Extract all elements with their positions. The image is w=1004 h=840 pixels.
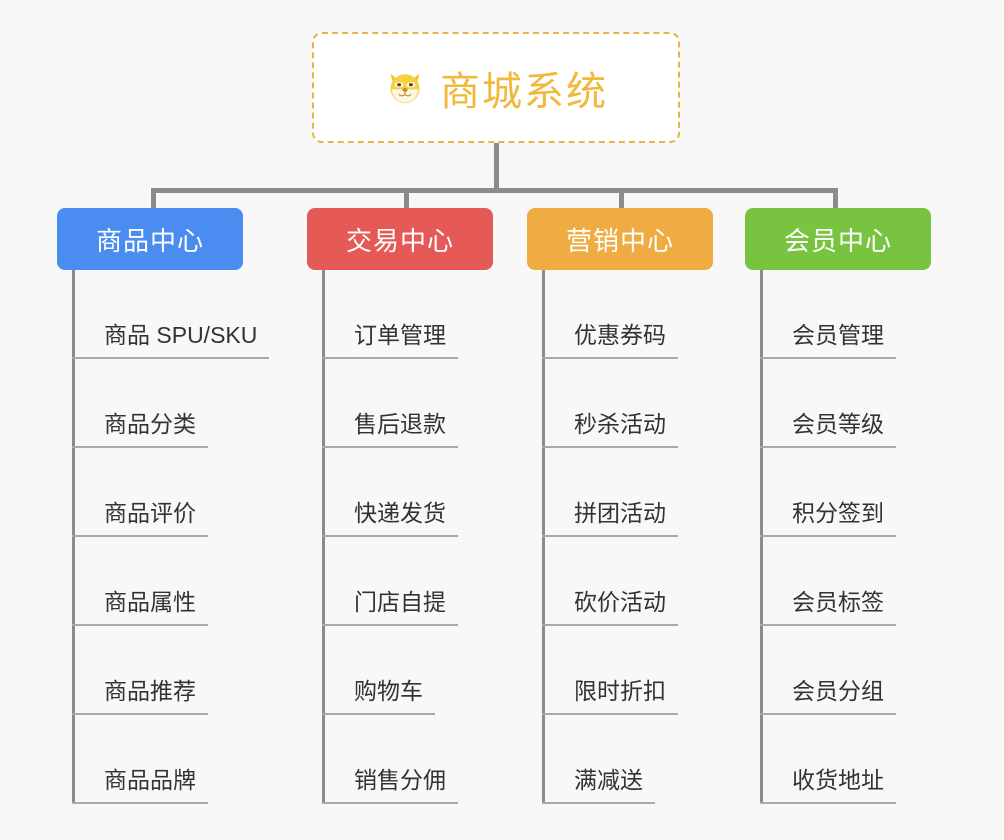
branch-items-4: 会员管理会员等级积分签到会员标签会员分组收货地址 (745, 270, 931, 804)
leaf-item[interactable]: 购物车 (322, 626, 493, 715)
leaf-item-label: 限时折扣 (542, 672, 678, 715)
branch-header-1[interactable]: 商品中心 (57, 208, 243, 270)
branch-column-4: 会员中心会员管理会员等级积分签到会员标签会员分组收货地址 (745, 208, 931, 804)
leaf-item-label: 商品评价 (72, 494, 208, 537)
leaf-item-label: 收货地址 (760, 761, 896, 804)
leaf-item-label: 商品推荐 (72, 672, 208, 715)
leaf-item[interactable]: 收货地址 (760, 715, 931, 804)
branch-column-2: 交易中心订单管理售后退款快递发货门店自提购物车销售分佣 (307, 208, 493, 804)
leaf-item-label: 商品 SPU/SKU (72, 316, 270, 359)
connector-branch-drop-4 (833, 188, 838, 210)
branch-spine-3 (542, 270, 545, 804)
branch-header-4[interactable]: 会员中心 (745, 208, 931, 270)
connector-branch-drop-2 (404, 188, 409, 210)
leaf-item-label: 商品分类 (72, 405, 208, 448)
leaf-item[interactable]: 秒杀活动 (542, 359, 713, 448)
leaf-item[interactable]: 优惠券码 (542, 270, 713, 359)
leaf-item[interactable]: 商品推荐 (72, 626, 243, 715)
leaf-item-label: 商品品牌 (72, 761, 208, 804)
leaf-item[interactable]: 会员分组 (760, 626, 931, 715)
connector-root-drop (494, 143, 499, 191)
branch-header-label: 交易中心 (345, 225, 454, 256)
leaf-item[interactable]: 门店自提 (322, 537, 493, 626)
leaf-item-label: 秒杀活动 (542, 405, 678, 448)
branch-items-3: 优惠券码秒杀活动拼团活动砍价活动限时折扣满减送 (527, 270, 713, 804)
branch-header-label: 营销中心 (565, 225, 674, 256)
leaf-item-label: 购物车 (322, 672, 435, 715)
leaf-item[interactable]: 商品 SPU/SKU (72, 270, 270, 359)
leaf-item[interactable]: 商品分类 (72, 359, 243, 448)
leaf-item[interactable]: 拼团活动 (542, 448, 713, 537)
leaf-item-label: 积分签到 (760, 494, 896, 537)
leaf-item-label: 会员管理 (760, 316, 896, 359)
leaf-item-label: 商品属性 (72, 583, 208, 626)
leaf-item-label: 会员标签 (760, 583, 896, 626)
leaf-item[interactable]: 商品属性 (72, 537, 243, 626)
connector-branch-drop-3 (619, 188, 624, 210)
leaf-item[interactable]: 积分签到 (760, 448, 931, 537)
leaf-item-label: 拼团活动 (542, 494, 678, 537)
branch-header-3[interactable]: 营销中心 (527, 208, 713, 270)
leaf-item-label: 砍价活动 (542, 583, 678, 626)
connector-horizontal-bus (151, 188, 838, 193)
branch-header-2[interactable]: 交易中心 (307, 208, 493, 270)
leaf-item[interactable]: 快递发货 (322, 448, 493, 537)
leaf-item[interactable]: 售后退款 (322, 359, 493, 448)
branch-column-3: 营销中心优惠券码秒杀活动拼团活动砍价活动限时折扣满减送 (527, 208, 713, 804)
leaf-item-label: 订单管理 (322, 316, 458, 359)
leaf-item[interactable]: 商品评价 (72, 448, 243, 537)
leaf-item[interactable]: 砍价活动 (542, 537, 713, 626)
leaf-item-label: 会员等级 (760, 405, 896, 448)
branch-spine-1 (72, 270, 75, 804)
branch-items-2: 订单管理售后退款快递发货门店自提购物车销售分佣 (307, 270, 493, 804)
leaf-item-label: 满减送 (542, 761, 655, 804)
root-node[interactable]: 商城系统 (312, 32, 680, 143)
branch-items-1: 商品 SPU/SKU 商品分类商品评价商品属性商品推荐商品品牌 (57, 270, 270, 804)
leaf-item[interactable]: 会员等级 (760, 359, 931, 448)
branch-column-1: 商品中心商品 SPU/SKU 商品分类商品评价商品属性商品推荐商品品牌 (57, 208, 270, 804)
branch-spine-4 (760, 270, 763, 804)
leaf-item[interactable]: 满减送 (542, 715, 713, 804)
shiba-dog-face-icon (384, 67, 426, 109)
leaf-item[interactable]: 会员管理 (760, 270, 931, 359)
leaf-item-label: 快递发货 (322, 494, 458, 537)
leaf-item[interactable]: 会员标签 (760, 537, 931, 626)
root-title: 商城系统 (440, 69, 608, 114)
leaf-item[interactable]: 订单管理 (322, 270, 493, 359)
leaf-item-label: 门店自提 (322, 583, 458, 626)
branch-spine-2 (322, 270, 325, 804)
connector-branch-drop-1 (151, 188, 156, 210)
leaf-item[interactable]: 限时折扣 (542, 626, 713, 715)
leaf-item-label: 售后退款 (322, 405, 458, 448)
leaf-item[interactable]: 商品品牌 (72, 715, 243, 804)
branch-header-label: 商品中心 (95, 225, 204, 256)
leaf-item-label: 优惠券码 (542, 316, 678, 359)
branch-header-label: 会员中心 (783, 225, 892, 256)
leaf-item-label: 会员分组 (760, 672, 896, 715)
leaf-item[interactable]: 销售分佣 (322, 715, 493, 804)
leaf-item-label: 销售分佣 (322, 761, 458, 804)
